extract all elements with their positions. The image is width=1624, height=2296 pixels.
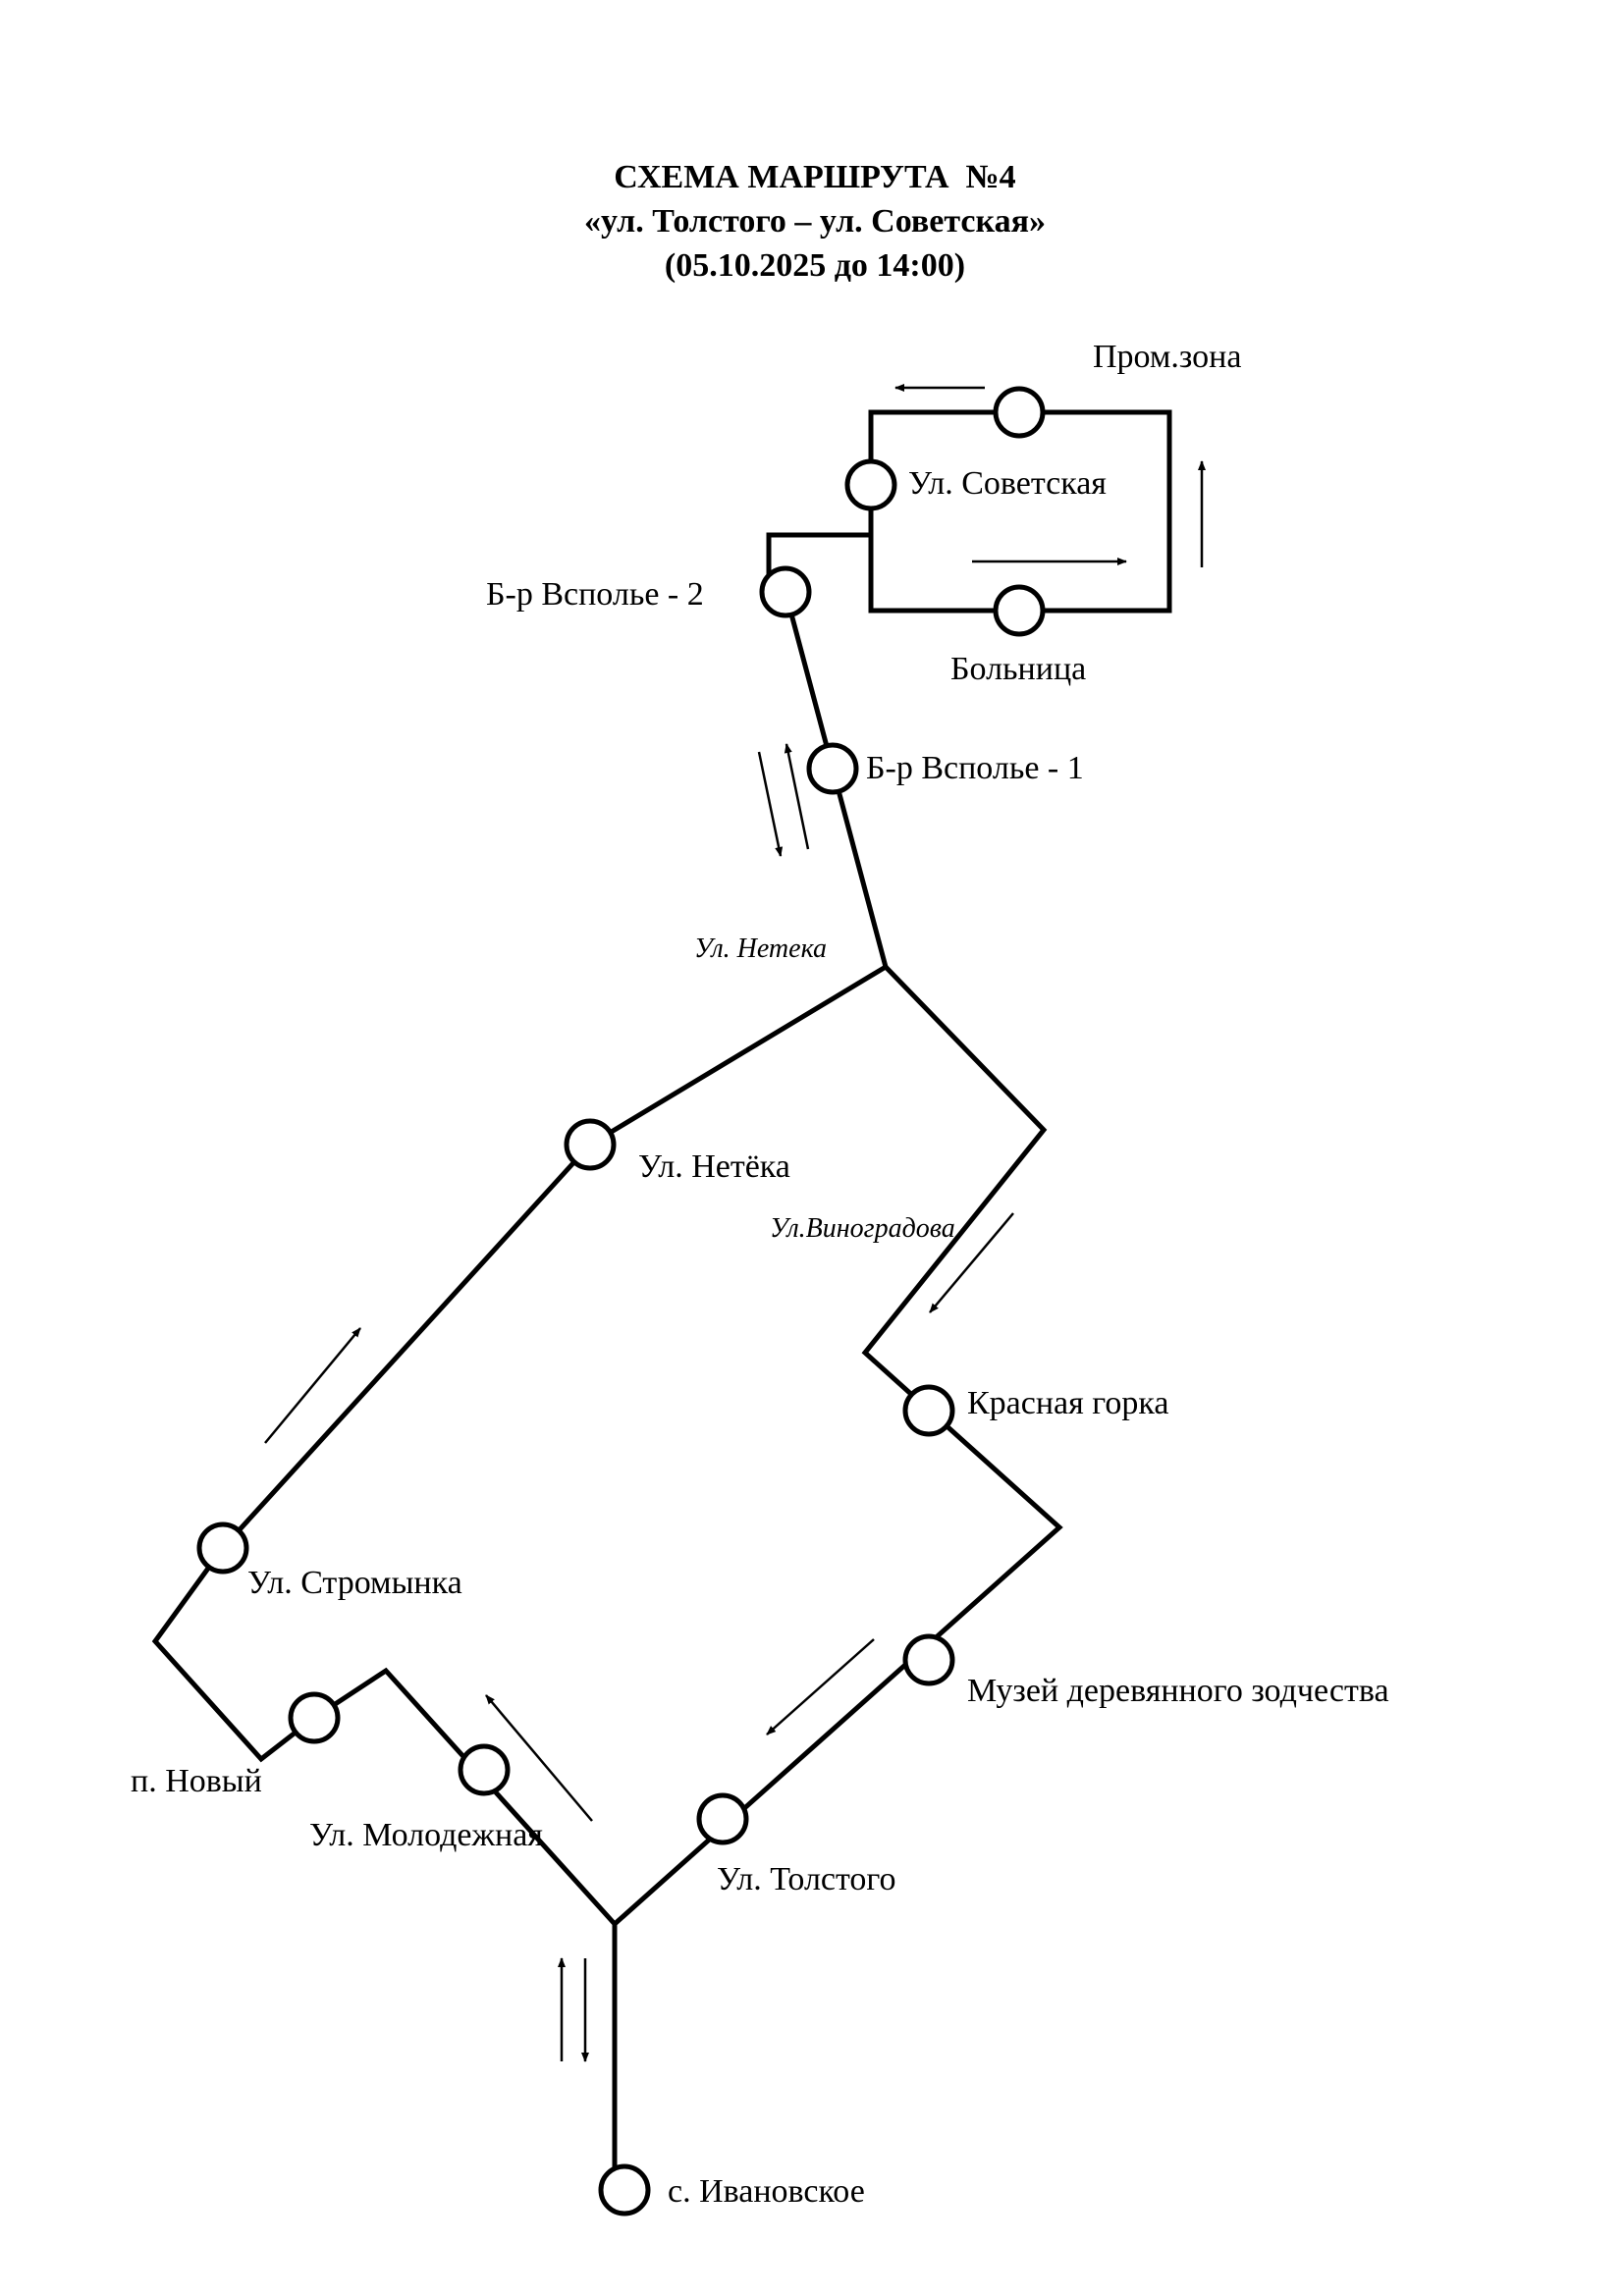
stop-marker-molodezhnaya xyxy=(458,1743,511,1796)
neteka-segment xyxy=(588,964,888,1148)
title-line-2: «ул. Толстого – ул. Советская» xyxy=(583,203,1046,240)
arrow-muzey-down xyxy=(766,1638,875,1735)
stop-marker-muzey xyxy=(902,1633,955,1686)
stop-label-muzey: Музей деревянного зодчества xyxy=(967,1673,1389,1709)
stop-label-promzona: Пром.зона xyxy=(1093,339,1241,375)
stop-marker-tolstogo xyxy=(696,1792,749,1845)
stop-label-stromynka: Ул. Стромынка xyxy=(247,1565,462,1601)
stop-marker-vspolie1 xyxy=(806,742,859,795)
stop-marker-ivanovskoe xyxy=(598,2163,651,2216)
stop-label-tolstogo: Ул. Толстого xyxy=(717,1861,896,1897)
scheme-title: СХЕМА МАРШРУТА №4 «ул. Толстого – ул. Со… xyxy=(0,155,1624,288)
stop-marker-bolnitsa xyxy=(993,584,1046,637)
stop-label-novy: п. Новый xyxy=(131,1763,262,1799)
stop-marker-krasnaya-gorka xyxy=(902,1384,955,1437)
direction-arrows xyxy=(264,384,1206,2062)
arrow-vspolie-down xyxy=(757,751,784,857)
stop-marker-sovetskaya xyxy=(844,458,897,511)
stop-label-sovetskaya: Ул. Советская xyxy=(908,465,1107,502)
arrow-stromynka-up xyxy=(264,1327,361,1444)
vinogradova-segment xyxy=(613,965,1063,1926)
arrow-molodezhnaya-up xyxy=(485,1694,593,1822)
loop-top-segment xyxy=(868,409,1172,614)
title-line-1: СХЕМА МАРШРУТА №4 xyxy=(614,159,1016,195)
street-label-vinogradova: Ул.Виноградова xyxy=(770,1213,955,1244)
stop-label-vspolie2: Б-р Всполье - 2 xyxy=(486,576,704,613)
arrow-vspolie-up xyxy=(784,743,810,850)
stop-labels: Пром.зона Ул. Советская Больница Б-р Всп… xyxy=(131,339,1389,2210)
stop-label-molodezhnaya: Ул. Молодежная xyxy=(309,1817,543,1853)
stop-markers xyxy=(196,386,1046,2216)
title-line-3: (05.10.2025 до 14:00) xyxy=(664,247,966,284)
stop-marker-vspolie2 xyxy=(759,565,812,618)
stop-label-netyoka: Ул. Нетёка xyxy=(638,1148,790,1185)
stop-label-bolnitsa: Больница xyxy=(950,651,1086,687)
stop-label-vspolie1: Б-р Всполье - 1 xyxy=(866,750,1084,786)
stop-marker-novy xyxy=(288,1691,341,1744)
arrow-vinogradova xyxy=(929,1212,1014,1313)
street-labels: Ул. Нетека Ул.Виноградова xyxy=(694,934,955,1244)
stop-marker-netyoka xyxy=(564,1118,617,1171)
stop-label-ivanovskoe: с. Ивановское xyxy=(668,2173,865,2210)
street-label-neteka: Ул. Нетека xyxy=(694,934,827,964)
stop-marker-stromynka xyxy=(196,1522,249,1575)
stop-label-krasnaya-gorka: Красная горка xyxy=(967,1385,1168,1421)
stop-marker-promzona xyxy=(993,386,1046,439)
